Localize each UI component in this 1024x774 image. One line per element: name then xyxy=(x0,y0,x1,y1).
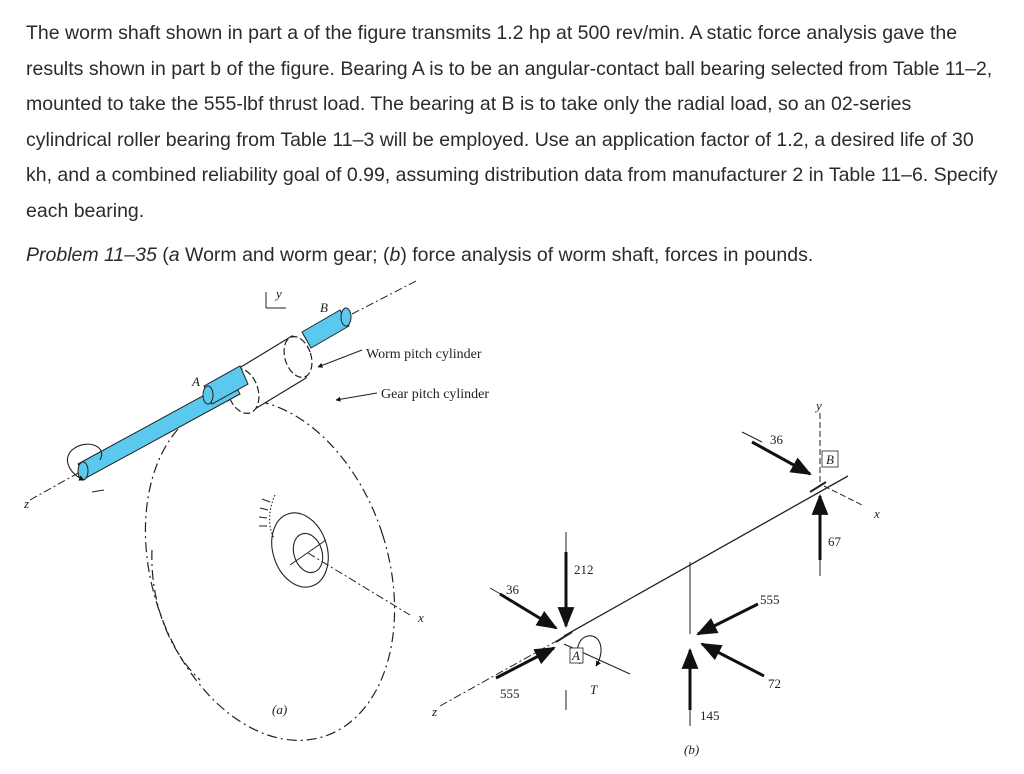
bearing-a-mark xyxy=(555,631,573,643)
part-a-label: (a) xyxy=(272,702,287,717)
gear-axis-tick xyxy=(289,539,327,566)
force-67-label: 67 xyxy=(828,534,842,549)
force-555-right-label: 555 xyxy=(760,592,780,607)
rotation-arrow xyxy=(67,443,103,481)
caption-part-b-text: ) force analysis of worm shaft, forces i… xyxy=(400,244,814,266)
gear-axis-x-label: x xyxy=(417,610,424,625)
force-212-label: 212 xyxy=(574,562,594,577)
force-555-right-arrow xyxy=(696,602,759,636)
force-36-b-line xyxy=(741,431,763,443)
figure-a: x z y B A Worm pitch cylinder xyxy=(23,279,489,741)
x-axis-label: x xyxy=(873,506,880,521)
force-555-left-label: 555 xyxy=(500,686,520,701)
bearing-a-label-b: A xyxy=(571,648,580,663)
force-36-b-arrow xyxy=(751,440,812,476)
bearing-b-label-b: B xyxy=(826,452,834,467)
worm-pitch-label: Worm pitch cylinder xyxy=(366,347,482,362)
shaft-axis xyxy=(29,471,81,501)
force-72-label: 72 xyxy=(768,676,781,691)
figure-caption: Problem 11–35 (a Worm and worm gear; (b)… xyxy=(26,244,814,266)
gear-wheel xyxy=(144,399,396,741)
force-212-box xyxy=(572,560,602,576)
bearing-a-box xyxy=(569,647,584,664)
worm-body xyxy=(226,335,313,414)
caption-part-b-mark: b xyxy=(389,244,401,266)
torque-label: T xyxy=(590,682,598,697)
z-axis-label: z xyxy=(431,704,437,719)
worm-pitch-leader xyxy=(317,349,363,368)
bearing-b-label-a: B xyxy=(320,300,328,315)
force-67-box xyxy=(826,532,846,548)
figure: x z y B A Worm pitch cylinder xyxy=(23,279,880,757)
figure-b: z x y B 36 67 555 72 145 xyxy=(431,398,880,757)
bearing-b-box xyxy=(821,450,839,468)
worm-y-axis xyxy=(265,292,286,309)
worm-y-label: y xyxy=(274,286,282,301)
problem-statement: The worm shaft shown in part a of the fi… xyxy=(26,22,998,222)
x-axis-b xyxy=(823,485,865,507)
bearing-a-label-a: A xyxy=(191,374,200,389)
gear-pitch-leader xyxy=(335,392,378,402)
gear-pitch-label: Gear pitch cylinder xyxy=(381,387,489,402)
force-145-label: 145 xyxy=(700,708,720,723)
shaft-line xyxy=(563,475,849,637)
caption-part-a-mark: a xyxy=(168,244,180,266)
shaft-end-tick xyxy=(91,489,105,493)
shaft-axis-end xyxy=(351,279,419,315)
shaft-axis-z-label: z xyxy=(23,496,29,511)
force-36-a-label: 36 xyxy=(506,582,520,597)
gear-axis-x xyxy=(307,552,411,616)
caption-problem-number: Problem 11–35 xyxy=(26,244,157,266)
bearing-b-mark xyxy=(809,481,827,493)
worm-shaft xyxy=(77,307,352,481)
caption-part-a-text: Worm and worm gear; ( xyxy=(179,244,390,266)
force-555-left-arrow xyxy=(495,646,556,680)
part-b-label: (b) xyxy=(684,742,699,757)
gear-hub xyxy=(258,494,329,588)
force-72-arrow xyxy=(700,642,765,678)
force-36-a-arrow xyxy=(499,592,558,630)
force-36-b-label: 36 xyxy=(770,432,784,447)
y-axis-label: y xyxy=(814,398,822,413)
